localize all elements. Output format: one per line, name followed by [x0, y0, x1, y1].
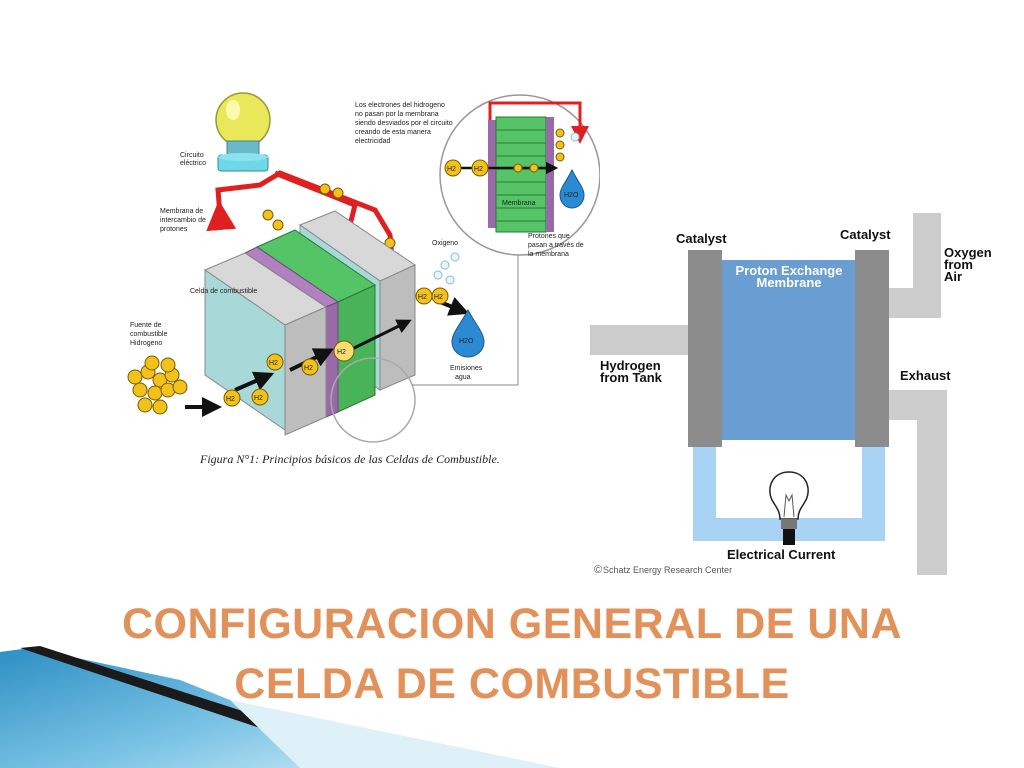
pem-label-2: Membrane	[756, 275, 821, 290]
left-fuel-cell-diagram: Circuito eléctrico Membrana de intercamb…	[127, 92, 600, 466]
slide-title-line-1: CONFIGURACION GENERAL DE UNA	[121, 600, 903, 648]
svg-text:H2: H2	[304, 365, 313, 372]
catalyst-right	[855, 250, 889, 447]
electrons-note-1: Los electrones del hidrogeno	[355, 102, 445, 109]
circuit-label-2: eléctrico	[180, 160, 206, 167]
svg-text:H2: H2	[418, 294, 427, 301]
emissions-label-2: agua	[455, 374, 471, 381]
pem-label-1: Proton Exchange	[736, 263, 843, 278]
credit-text: Schatz Energy Research Center	[603, 565, 732, 575]
svg-text:H2: H2	[474, 166, 483, 173]
svg-text:H2O: H2O	[564, 192, 579, 199]
catalyst-left-label: Catalyst	[676, 231, 727, 246]
current-label: Electrical Current	[727, 547, 836, 562]
catalyst-right-label: Catalyst	[840, 227, 891, 242]
decorative-swoosh	[0, 646, 560, 768]
fuel-label-1: Fuente de	[130, 322, 162, 329]
right-pem-diagram: Catalyst Catalyst Proton Exchange Membra…	[590, 213, 992, 576]
svg-text:H2: H2	[434, 294, 443, 301]
protons-note-2: pasan a través de	[528, 242, 584, 249]
hydrogen-label-1: Hydrogen	[600, 358, 661, 373]
zoom-detail: Membrana H2 H2 H2O	[439, 94, 600, 256]
protons-note-3: la membrana	[528, 251, 569, 258]
oxygen-bubbles	[433, 252, 460, 285]
h2-molecules: H2 H2 H2 H2 H2 H2 H2	[223, 287, 449, 407]
svg-text:H2O: H2O	[459, 338, 474, 345]
hydrogen-molecule-icon	[127, 355, 188, 415]
oxygen-inlet-pipe	[885, 213, 941, 318]
exhaust-pipe	[885, 390, 947, 575]
svg-text:H2: H2	[226, 396, 235, 403]
circuit-label-1: Circuito	[180, 152, 204, 159]
figure-caption: Figura N°1: Principios básicos de las Ce…	[199, 452, 500, 466]
copyright-symbol: ©	[594, 564, 602, 576]
zoom-origin-circle	[330, 357, 416, 443]
svg-text:H2: H2	[254, 395, 263, 402]
hydrogen-label-2: from Tank	[600, 370, 663, 385]
zoom-membrane-label: Membrana	[502, 200, 536, 207]
oxygen-label-2: from	[944, 257, 973, 272]
svg-text:H2: H2	[447, 166, 456, 173]
svg-text:H2: H2	[269, 360, 278, 367]
membrane-label-1: Membrana de	[160, 208, 203, 215]
emissions-label-1: Emisiones	[450, 365, 483, 372]
oxygen-label-1: Oxygen	[944, 245, 992, 260]
protons-note-1: Protones que	[528, 233, 570, 240]
membrane-label-3: protones	[160, 226, 188, 233]
light-bulb-icon	[215, 92, 271, 172]
electrons-note-3: siendo desviados por el circuito	[355, 120, 453, 127]
proton-exchange-membrane	[720, 260, 858, 440]
fuel-label-2: combustible	[130, 331, 167, 338]
light-bulb-icon	[769, 471, 809, 545]
electrons-note-2: no pasan por la membrana	[355, 111, 439, 118]
membrane-label-2: intercambio de	[160, 217, 206, 224]
oxygen-label-3: Air	[944, 269, 962, 284]
water-drop-icon: H2O	[451, 308, 485, 358]
electrons-note-4: creando de esta manera	[355, 129, 431, 136]
oxygen-label: Oxigeno	[432, 240, 458, 247]
fuel-label-3: Hidrogeno	[130, 340, 162, 347]
electrons-note-5: electricidad	[355, 138, 391, 145]
cell-label: Celda de combustible	[190, 288, 257, 295]
svg-text:H2: H2	[337, 349, 346, 356]
hydrogen-inlet-pipe	[590, 325, 690, 355]
exhaust-label: Exhaust	[900, 368, 951, 383]
catalyst-left	[688, 250, 722, 447]
slide-title-line-2: CELDA DE COMBUSTIBLE	[234, 660, 790, 708]
